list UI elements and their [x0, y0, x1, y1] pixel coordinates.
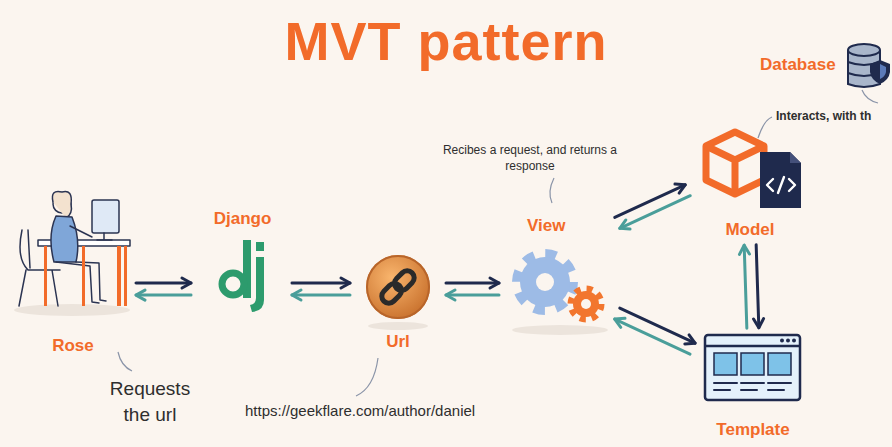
arrow-head: [446, 290, 455, 300]
view-node: View: [505, 215, 610, 327]
user-node: Rose: [12, 180, 134, 356]
database-icon: [848, 44, 890, 87]
arrow-head: [620, 220, 630, 229]
arrow-shaft: [615, 185, 685, 218]
django-logo: [222, 240, 264, 312]
flow-arrow: [615, 184, 691, 229]
flow-arrow: [739, 245, 763, 328]
model-node: Model: [695, 122, 805, 240]
arrow-head: [292, 290, 301, 300]
person-at-desk: [19, 191, 130, 306]
node-label: Template: [716, 419, 789, 440]
diagram-title: MVT pattern: [0, 10, 892, 72]
arrow-head: [754, 319, 764, 328]
template-node: Template: [698, 333, 808, 440]
node-label: Django: [214, 208, 272, 229]
flow-arrow: [292, 278, 350, 300]
leader-lines: [118, 90, 878, 396]
arrow-head: [615, 318, 625, 327]
arrow-head: [685, 335, 695, 344]
arrow-shaft: [292, 293, 350, 296]
flow-arrow: [615, 308, 695, 354]
link-icon: [366, 255, 430, 319]
flow-arrow: [446, 278, 499, 300]
arrow-shaft: [615, 319, 690, 354]
arrow-head: [341, 278, 350, 288]
arrow-head: [675, 184, 685, 193]
ground-shadows: [14, 304, 608, 335]
template-icon: [705, 335, 800, 400]
node-label: Url: [386, 331, 410, 352]
url-example: https://geekflare.com/author/daniel: [245, 401, 475, 421]
node-label: View: [527, 215, 565, 236]
callout-note: Interacts, with th: [776, 108, 871, 124]
node-label: Database: [760, 54, 836, 75]
arrow-shaft: [136, 281, 191, 284]
gears-icon: [517, 254, 601, 319]
arrow-shaft: [446, 282, 499, 285]
database-node: Database: [760, 40, 888, 90]
arrow-head: [739, 245, 749, 254]
arrow-shaft: [744, 245, 747, 328]
arrow-shaft: [292, 281, 350, 284]
django-node: Django: [205, 208, 280, 313]
arrow-shaft: [136, 293, 191, 296]
model-icon: [706, 132, 801, 208]
callout-note: Requests the url: [100, 376, 200, 427]
url-node: Url: [362, 252, 434, 352]
arrow-head: [490, 278, 499, 288]
flow-arrow: [136, 278, 191, 300]
arrow-shaft: [620, 196, 690, 229]
callout-note: Recibes a request, and returns a respons…: [430, 142, 630, 174]
arrow-head: [136, 290, 145, 300]
arrow-shaft: [756, 245, 759, 328]
node-label: Rose: [52, 335, 94, 356]
arrow-head: [182, 278, 191, 288]
node-label: Model: [725, 219, 774, 240]
arrow-shaft: [446, 294, 499, 297]
